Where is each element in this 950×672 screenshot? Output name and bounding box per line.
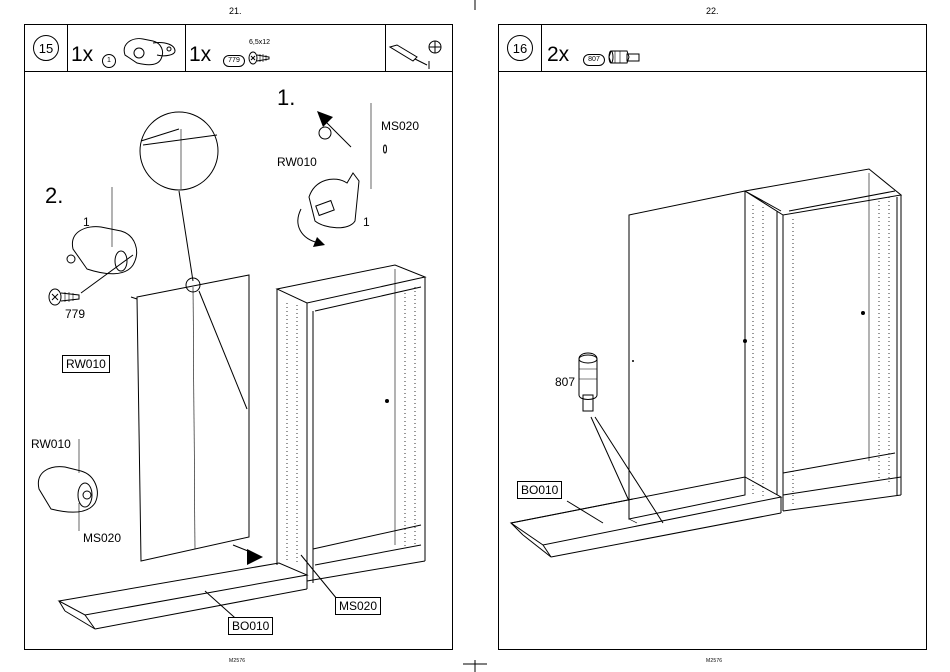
callout-ms020: MS020 bbox=[83, 531, 121, 545]
callout-ms020: MS020 bbox=[381, 119, 419, 133]
footer-code-right: M2576 bbox=[706, 658, 722, 664]
callout-rw010: RW010 bbox=[277, 155, 317, 169]
substep-2-label: 2. bbox=[45, 183, 63, 209]
instruction-page-right: 16 2x 807 bbox=[498, 24, 927, 650]
callout-part-1: 1 bbox=[83, 215, 90, 229]
substep-1-label: 1. bbox=[277, 85, 295, 111]
assembly-drawing-step-16 bbox=[499, 25, 926, 649]
footer-code-left: M2576 bbox=[229, 658, 245, 664]
callout-rw010: RW010 bbox=[31, 437, 71, 451]
callout-box-bo010: BO010 bbox=[517, 481, 562, 499]
callout-box-bo010: BO010 bbox=[228, 617, 273, 635]
callout-part-779: 779 bbox=[65, 307, 85, 321]
callout-part-1: 1 bbox=[363, 215, 370, 229]
callout-box-ms020: MS020 bbox=[335, 597, 381, 615]
callout-box-rw010: RW010 bbox=[62, 355, 110, 373]
instruction-page-left: 15 1x 1 1x 779 6,5x12 bbox=[24, 24, 453, 650]
callout-part-807: 807 bbox=[555, 375, 575, 389]
